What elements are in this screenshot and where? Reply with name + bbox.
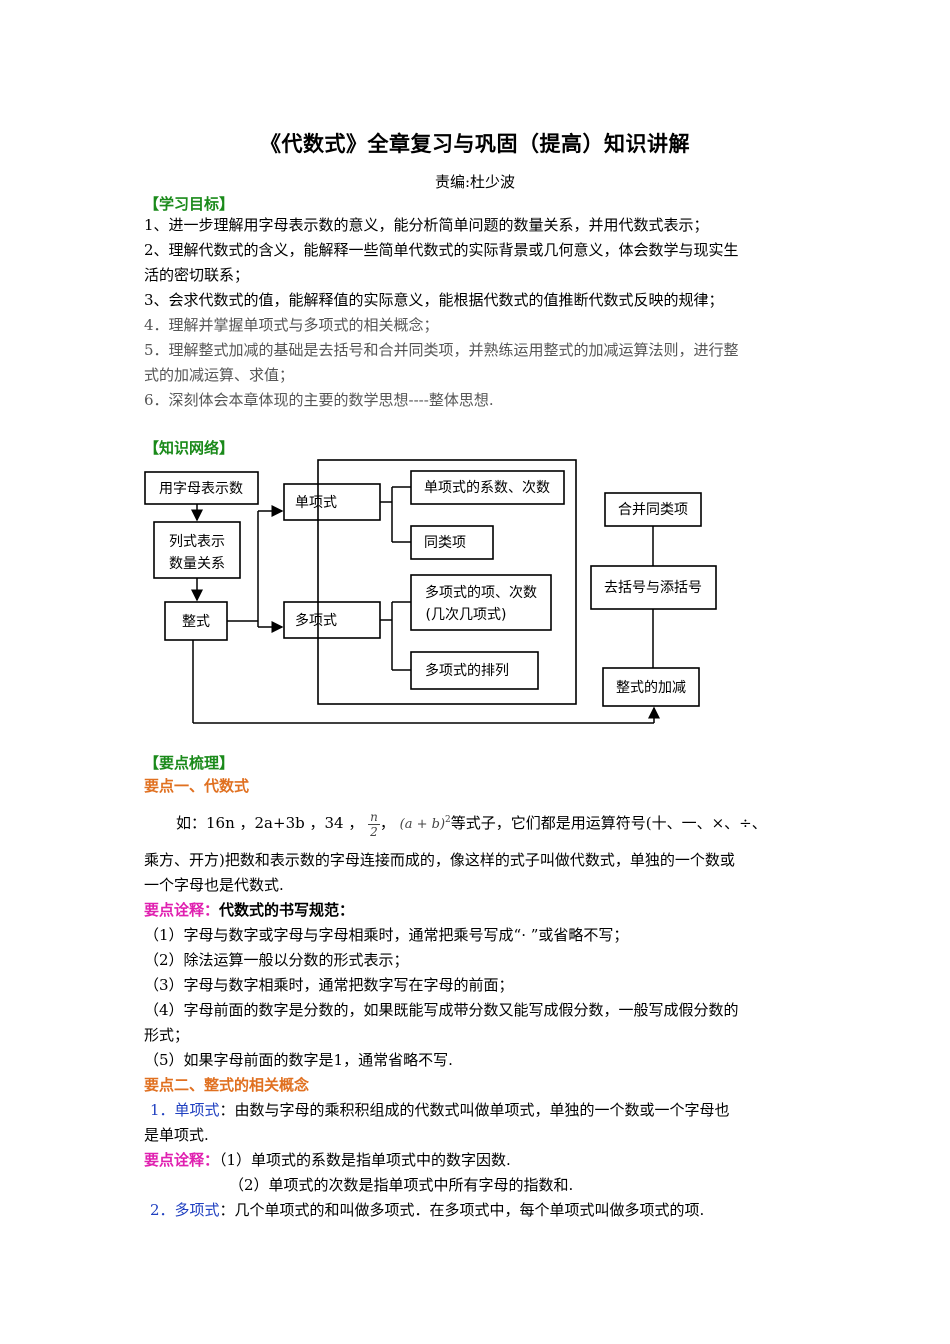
rule-line: （3）字母与数字相乘时，通常把数字写在字母的前面；	[144, 976, 514, 994]
point1-text: 乘方、开方)把数和表示数的字母连接而成的，像这样的式子叫做代数式，单独的一个数或	[144, 851, 735, 869]
box-brackets-label: 去括号与添括号	[604, 580, 702, 596]
box-expr-label: 数量关系	[169, 556, 225, 572]
box-poly-terms-label: (几次几项式)	[426, 607, 507, 623]
box-mono-coef-label: 单项式的系数、次数	[424, 480, 550, 496]
point2-title: 要点二、整式的相关概念	[144, 1076, 310, 1094]
polynomial-label: 2．多项式	[150, 1201, 220, 1219]
fraction-numerator: n	[368, 809, 380, 825]
goal-line: 1、进一步理解用字母表示数的意义，能分析简单问题的数量关系，并用代数式表示；	[144, 216, 709, 234]
fraction-denominator: 2	[370, 824, 378, 839]
exponent: 2	[445, 815, 451, 825]
note2-b: （2）单项式的次数是指单项式中所有字母的指数和.	[229, 1176, 574, 1194]
rule-line: （5）如果字母前面的数字是1，通常省略不写.	[144, 1051, 453, 1069]
note1-title: 代数式的书写规范：	[219, 901, 355, 919]
box-zhengshi-label: 整式	[182, 614, 210, 630]
example-prefix: 如：16n ，2a+3b ，34 ，	[176, 814, 364, 832]
box-monomial-label: 单项式	[295, 495, 337, 511]
parenthesized-expression: (a + b)	[399, 817, 446, 832]
box-like-terms-label: 同类项	[424, 535, 466, 551]
point1-text: 一个字母也是代数式.	[144, 876, 284, 894]
rule-line: （2）除法运算一般以分数的形式表示；	[144, 951, 409, 969]
box-poly-order-label: 多项式的排列	[425, 662, 509, 679]
monomial-text: ：由数与字母的乘积积组成的代数式叫做单项式，单独的一个数或一个字母也	[219, 1101, 730, 1119]
monomial-text-cont: 是单项式.	[144, 1126, 209, 1144]
box-combine-label: 合并同类项	[618, 502, 688, 518]
polynomial-text: ：几个单项式的和叫做多项式．在多项式中，每个单项式叫做多项式的项.	[219, 1201, 705, 1219]
monomial-definition: 1．单项式：由数与字母的乘积积组成的代数式叫做单项式，单独的一个数或一个字母也	[150, 1099, 730, 1120]
box-poly-terms-label: 多项式的项、次数	[425, 584, 537, 601]
note1-line: 要点诠释：代数式的书写规范：	[144, 899, 354, 920]
note2-a: （1）单项式的系数是指单项式中的数字因数.	[219, 1151, 511, 1169]
goal-line: 6．深刻体会本章体现的主要的数学思想----整体思想.	[144, 391, 494, 409]
network-heading: 【知识网络】	[144, 439, 235, 457]
box-addsub	[602, 667, 700, 707]
goals-heading: 【学习目标】	[144, 195, 235, 213]
box-letters	[144, 471, 259, 505]
box-letters-label: 用字母表示数	[159, 481, 243, 497]
monomial-label: 1．单项式	[150, 1101, 220, 1119]
note2-line: 要点诠释：（1）单项式的系数是指单项式中的数字因数.	[144, 1149, 511, 1170]
group-frame	[317, 459, 577, 705]
goal-line: 2、理解代数式的含义，能解释一些简单代数式的实际背景或几何意义，体会数学与现实生	[144, 241, 739, 259]
goal-line: 式的加减运算、求值；	[144, 366, 295, 384]
box-polynomial-label: 多项式	[295, 612, 337, 629]
goal-line: 4．理解并掌握单项式与多项式的相关概念；	[144, 316, 439, 334]
rule-line: （1）字母与数字或字母与字母相乘时，通常把乘号写成“· ”或省略不写；	[144, 926, 629, 944]
note-label: 要点诠释：	[144, 1151, 220, 1169]
points-heading: 【要点梳理】	[144, 754, 235, 772]
box-addsub-label: 整式的加减	[616, 680, 686, 696]
knowledge-network-diagram: 用字母表示数 列式表示 数量关系 整式 单项式 多项式 单项式的系数、次数 同类…	[144, 459, 717, 724]
polynomial-definition: 2．多项式：几个单项式的和叫做多项式．在多项式中，每个单项式叫做多项式的项.	[150, 1199, 704, 1220]
example-suffix: 等式子，它们都是用运算符号(十、一、×、÷、	[450, 814, 767, 832]
goal-line: 5．理解整式加减的基础是去括号和合并同类项，并熟练运用整式的加减运算法则，进行整	[144, 341, 739, 359]
box-expr-label: 列式表示	[169, 534, 225, 550]
goal-line: 3、会求代数式的值，能解释值的实际意义，能根据代数式的值推断代数式反映的规律；	[144, 291, 724, 309]
rule-line: 形式；	[144, 1026, 190, 1044]
editor-credit: 责编:杜少波	[434, 173, 516, 191]
note-label: 要点诠释：	[144, 901, 220, 919]
goal-line: 活的密切联系；	[144, 266, 250, 284]
point1-title: 要点一、代数式	[144, 777, 250, 795]
document-title: 《代数式》全章复习与巩固（提高）知识讲解	[260, 131, 690, 156]
rule-line: （4）字母前面的数字是分数的，如果既能写成带分数又能写成假分数，一般写成假分数的	[144, 1001, 739, 1019]
